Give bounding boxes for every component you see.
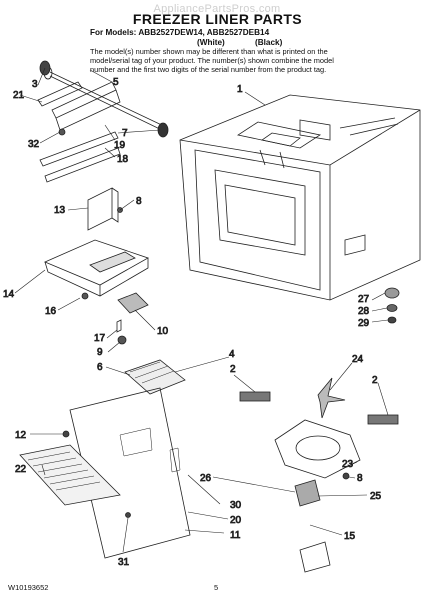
callout-12: 12 [15,430,27,441]
callout-28: 28 [358,306,370,317]
callout-9: 9 [97,347,103,358]
callout-8: 8 [136,196,142,207]
callout-19: 19 [114,140,126,151]
document-number: W10193652 [8,583,49,592]
callout-14: 14 [3,289,15,300]
model-note: The model(s) number shown may be differe… [90,47,390,74]
note-line: The model(s) number shown may be differe… [90,47,328,56]
motor-bracket[interactable] [299,541,331,573]
callout-7: 7 [122,128,128,139]
callout-10: 10 [157,326,169,337]
callout-labels: 3 5 21 1 19 7 32 18 13 8 14 16 27 28 29 … [3,77,382,569]
callout-16: 16 [45,306,57,317]
callout-4: 4 [229,349,235,360]
freezer-liner[interactable] [179,94,421,301]
color-black-label: (Black) [255,38,283,47]
page-number: 5 [214,583,219,592]
callout-26: 26 [200,473,212,484]
callout-1: 1 [237,84,243,95]
callout-32: 32 [28,139,40,150]
slide-rail[interactable] [39,131,121,183]
callout-15: 15 [344,531,356,542]
callout-24: 24 [352,354,364,365]
callout-8: 8 [357,473,363,484]
callout-11: 11 [230,530,241,541]
callout-21: 21 [13,90,25,101]
light-cover[interactable] [124,359,186,395]
callout-27: 27 [358,294,370,305]
note-line: model/serial tag of your product. The nu… [90,56,334,65]
fan-shroud[interactable] [274,419,361,479]
callout-2: 2 [230,364,236,375]
callout-17: 17 [94,333,106,344]
rear-panel[interactable] [69,387,191,559]
control-housing[interactable] [43,239,149,300]
page-title: FREEZER LINER PARTS [132,11,303,27]
rod[interactable] [43,66,169,138]
fan-blade[interactable] [317,377,346,419]
upper-bracket[interactable] [37,81,121,136]
foam-pad[interactable] [367,414,399,425]
callout-6: 6 [97,362,103,373]
callout-23: 23 [342,459,354,470]
evaporator-motor[interactable] [294,479,321,507]
watermark: AppliancePartsPros.com [153,3,281,15]
side-bracket[interactable] [87,187,123,231]
callout-31: 31 [118,557,130,568]
callout-25: 25 [370,491,382,502]
grommets[interactable] [384,287,400,324]
grille[interactable] [19,444,121,506]
foam-pad[interactable] [239,391,271,402]
note-line: number and the first two digits of the s… [90,65,327,74]
models-line: For Models: ABB2527DEW14, ABB2527DEB14 [90,28,270,37]
callout-20: 20 [230,515,242,526]
callout-30: 30 [230,500,242,511]
callout-2: 2 [372,375,378,386]
callout-3: 3 [32,79,38,90]
callout-5: 5 [113,77,119,88]
screws[interactable] [62,430,350,518]
callout-13: 13 [54,205,66,216]
callout-22: 22 [15,464,27,475]
light-assembly[interactable] [116,292,149,345]
color-white-label: (White) [197,38,225,47]
leader-lines [14,67,389,553]
callout-18: 18 [117,154,129,165]
callout-29: 29 [358,318,370,329]
